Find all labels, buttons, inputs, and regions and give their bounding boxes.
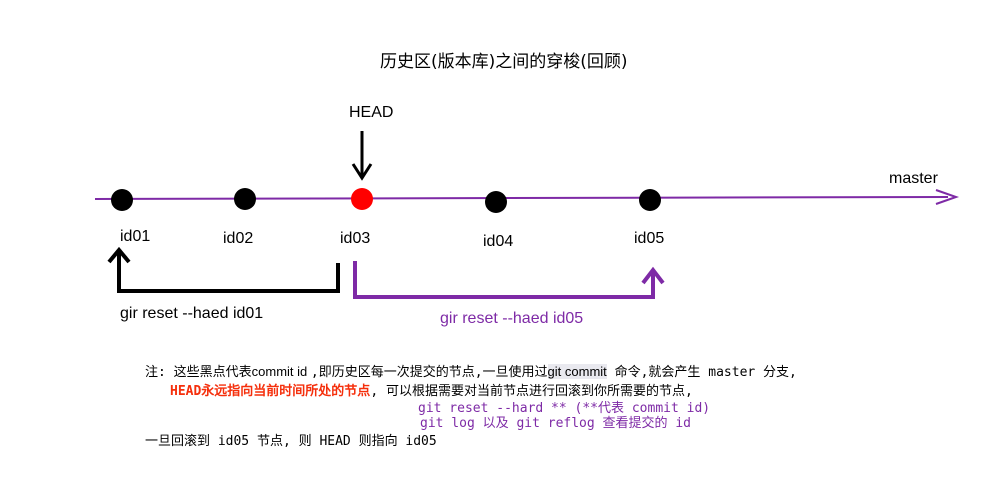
- commit-label-id04: id04: [483, 233, 514, 250]
- head-label: HEAD: [349, 104, 394, 121]
- note-line-5: 一旦回滚到 id05 节点, 则 HEAD 则指向 id05: [145, 434, 437, 449]
- branch-label-master: master: [889, 170, 938, 187]
- note-line-1-part-b: commit id: [251, 364, 311, 379]
- commit-node-id04: [485, 191, 507, 213]
- commit-label-id03: id03: [340, 230, 371, 247]
- commit-node-id03: [351, 188, 373, 210]
- commit-label-id01: id01: [120, 228, 151, 245]
- head-arrowhead: [351, 163, 373, 181]
- note-line-2: HEAD永远指向当前时间所处的节点, 可以根据需要对当前节点进行回滚到你所需要的…: [170, 380, 693, 399]
- reset-back-arrow: [117, 251, 340, 293]
- commit-node-id05: [639, 189, 661, 211]
- diagram-title: 历史区(版本库)之间的穿梭(回顾): [380, 52, 628, 72]
- commit-label-id05: id05: [634, 230, 665, 247]
- reset-back-label: gir reset --haed id01: [120, 305, 264, 322]
- note-line-1-part-c: ,即历史区每一次提交的节点,一旦使用过: [310, 365, 548, 380]
- master-timeline: [94, 196, 949, 200]
- note-line-1-part-a: 注: 这些黑点代表: [145, 365, 252, 380]
- reset-back-arrowhead: [107, 246, 131, 264]
- note-git-commit-highlight: git commit: [547, 364, 607, 379]
- reset-forward-arrow: [353, 261, 655, 299]
- reset-forward-label: gir reset --haed id05: [440, 310, 584, 327]
- note-line-1-part-e: 命令,就会产生 master 分支,: [606, 365, 797, 380]
- reset-forward-arrowhead: [641, 266, 665, 285]
- commit-node-id02: [234, 188, 256, 210]
- timeline-arrowhead: [935, 189, 960, 205]
- commit-node-id01: [111, 189, 133, 211]
- note-line-3: git reset --hard ** (**代表 commit id): [418, 401, 711, 416]
- note-line-2-part-b: , 可以根据需要对当前节点进行回滚到你所需要的节点,: [370, 384, 693, 399]
- commit-label-id02: id02: [223, 230, 254, 247]
- note-line-1: 注: 这些黑点代表commit id ,即历史区每一次提交的节点,一旦使用过gi…: [145, 361, 797, 380]
- note-line-4: git log 以及 git reflog 查看提交的 id: [420, 416, 692, 431]
- note-head-emphasis: HEAD永远指向当前时间所处的节点: [170, 384, 371, 399]
